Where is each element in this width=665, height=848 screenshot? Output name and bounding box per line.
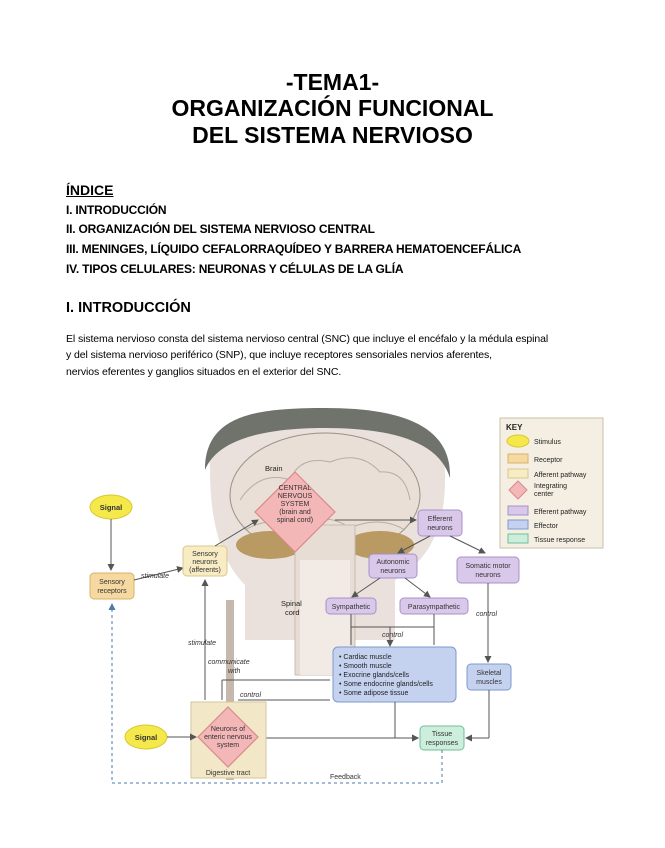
- svg-text:Efferent pathway: Efferent pathway: [534, 509, 587, 516]
- somatic-motor-neurons-box: [456, 556, 520, 584]
- efferent-neurons-box: [417, 509, 463, 537]
- control-label-2: control: [382, 632, 403, 639]
- svg-text:Tissue response: Tissue response: [534, 537, 585, 544]
- svg-text:neurons: neurons: [380, 568, 406, 575]
- index-item: III. MENINGES, LÍQUIDO CEFALORRAQUÍDEO Y…: [66, 242, 522, 256]
- svg-text:Skeletal: Skeletal: [477, 670, 502, 677]
- paragraph-line: El sistema nervioso consta del sistema n…: [66, 333, 549, 345]
- svg-text:neurons: neurons: [427, 525, 453, 532]
- communicate-with-label: with: [228, 668, 241, 675]
- paragraph-line: nervios eferentes y ganglios situados en…: [66, 366, 342, 378]
- svg-text:CENTRAL: CENTRAL: [279, 485, 312, 492]
- svg-text:Sensory: Sensory: [192, 551, 218, 558]
- svg-text:spinal cord): spinal cord): [277, 517, 313, 524]
- svg-text:neurons: neurons: [475, 572, 501, 579]
- index-item: IV. TIPOS CELULARES: NEURONAS Y CÉLULAS …: [66, 262, 404, 276]
- spinal-cord-label-2: cord: [285, 608, 300, 617]
- spinal-cord-label: Spinal: [281, 599, 302, 608]
- signal-bottom-label: Signal: [135, 733, 158, 742]
- svg-text:Sympathetic: Sympathetic: [332, 604, 371, 611]
- section-heading: I. INTRODUCCIÓN: [66, 300, 191, 316]
- svg-text:• Exocrine glands/cells: • Exocrine glands/cells: [339, 672, 410, 679]
- svg-text:SYSTEM: SYSTEM: [281, 501, 310, 508]
- enteric-neurons-diamond: [197, 706, 259, 768]
- svg-text:(afferents): (afferents): [189, 567, 221, 574]
- feedback-loop: [108, 603, 443, 784]
- svg-text:muscles: muscles: [476, 679, 502, 686]
- svg-text:NERVOUS: NERVOUS: [278, 493, 313, 500]
- svg-text:• Some adipose tissue: • Some adipose tissue: [339, 690, 408, 697]
- svg-text:Stimulus: Stimulus: [534, 439, 561, 446]
- svg-text:neurons: neurons: [192, 559, 218, 566]
- svg-text:receptors: receptors: [97, 588, 127, 595]
- svg-text:Afferent pathway: Afferent pathway: [534, 472, 587, 479]
- brain-label: Brain: [265, 464, 283, 473]
- svg-text:• Some endocrine glands/cells: • Some endocrine glands/cells: [339, 681, 433, 688]
- cns-integrating-center: CENTRAL NERVOUS SYSTEM (brain and spinal…: [254, 471, 336, 553]
- svg-text:Parasympathetic: Parasympathetic: [408, 604, 461, 611]
- svg-text:KEY: KEY: [506, 423, 523, 432]
- communicate-label: communicate: [208, 659, 250, 666]
- head-illustration: [205, 408, 451, 780]
- svg-text:system: system: [217, 742, 239, 749]
- figure-key: KEY Stimulus Receptor Afferent pathway I…: [499, 417, 604, 549]
- control-label-1: control: [240, 692, 261, 699]
- svg-text:Tissue: Tissue: [432, 731, 452, 738]
- sensory-neurons-box: [182, 545, 228, 577]
- title-line-2: ORGANIZACIÓN FUNCIONAL: [171, 95, 494, 121]
- control-label-3: control: [476, 611, 497, 618]
- svg-text:Autonomic: Autonomic: [376, 559, 410, 566]
- svg-text:Sensory: Sensory: [99, 579, 125, 586]
- svg-text:responses: responses: [426, 740, 459, 747]
- index-item: I. INTRODUCCIÓN: [66, 203, 167, 217]
- svg-text:Effector: Effector: [534, 523, 559, 530]
- digestive-tract-label: Digestive tract: [206, 770, 250, 777]
- sensory-receptors-box: [89, 572, 135, 600]
- svg-text:(brain and: (brain and: [279, 509, 311, 516]
- autonomic-neurons-box: [368, 553, 418, 579]
- svg-text:Somatic motor: Somatic motor: [465, 563, 511, 570]
- signal-top-label: Signal: [100, 503, 123, 512]
- feedback-label: Feedback: [330, 774, 361, 781]
- paragraph-line: y del sistema nervioso periférico (SNP),…: [66, 349, 492, 361]
- index-heading: ÍNDICE: [66, 182, 114, 198]
- svg-text:• Smooth muscle: • Smooth muscle: [339, 663, 392, 670]
- svg-text:• Cardiac muscle: • Cardiac muscle: [339, 654, 392, 661]
- title-line-3: DEL SISTEMA NERVIOSO: [192, 122, 473, 148]
- svg-text:Efferent: Efferent: [428, 516, 452, 523]
- svg-text:Neurons of: Neurons of: [211, 726, 245, 733]
- stimulate-label-1: stimulate: [141, 573, 169, 580]
- skeletal-muscles-box: [466, 663, 512, 691]
- svg-text:Receptor: Receptor: [534, 457, 563, 464]
- stimulate-label-2: stimulate: [188, 640, 216, 647]
- svg-text:enteric nervous: enteric nervous: [204, 734, 252, 741]
- title-line-1: -TEMA1-: [285, 69, 380, 95]
- index-item: II. ORGANIZACIÓN DEL SISTEMA NERVIOSO CE…: [66, 222, 375, 236]
